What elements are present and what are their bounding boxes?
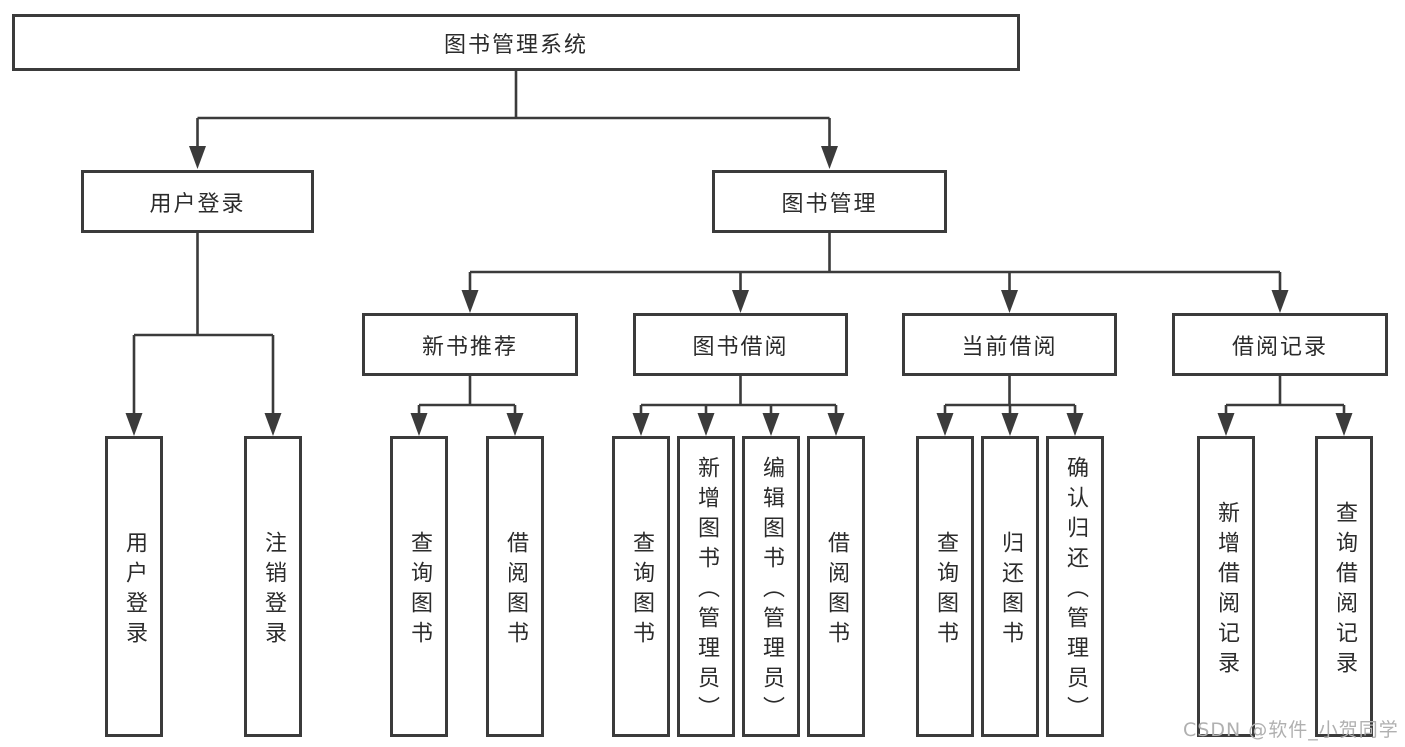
leaf-query-borrow-record: 查询借阅记录 xyxy=(1315,436,1373,737)
node-book-borrow: 图书借阅 xyxy=(633,313,848,376)
leaf-edit-book-admin: 编辑图书（管理员） xyxy=(742,436,800,737)
node-root-system: 图书管理系统 xyxy=(12,14,1020,71)
node-borrow-records: 借阅记录 xyxy=(1172,313,1388,376)
node-new-book-recommend: 新书推荐 xyxy=(362,313,578,376)
leaf-borrow-books-recommend: 借阅图书 xyxy=(486,436,544,737)
node-book-management: 图书管理 xyxy=(712,170,947,233)
leaf-query-books-recommend: 查询图书 xyxy=(390,436,448,737)
leaf-query-books-borrow: 查询图书 xyxy=(612,436,670,737)
leaf-logout: 注销登录 xyxy=(244,436,302,737)
leaf-add-borrow-record: 新增借阅记录 xyxy=(1197,436,1255,737)
leaf-borrow-books: 借阅图书 xyxy=(807,436,865,737)
leaf-query-books-current: 查询图书 xyxy=(916,436,974,737)
watermark: CSDN @软件_小贺同学 xyxy=(1183,719,1399,741)
leaf-user-login: 用户登录 xyxy=(105,436,163,737)
leaf-confirm-return-admin: 确认归还（管理员） xyxy=(1046,436,1104,737)
node-user-login: 用户登录 xyxy=(81,170,314,233)
node-current-borrow: 当前借阅 xyxy=(902,313,1117,376)
leaf-return-book: 归还图书 xyxy=(981,436,1039,737)
leaf-add-book-admin: 新增图书（管理员） xyxy=(677,436,735,737)
